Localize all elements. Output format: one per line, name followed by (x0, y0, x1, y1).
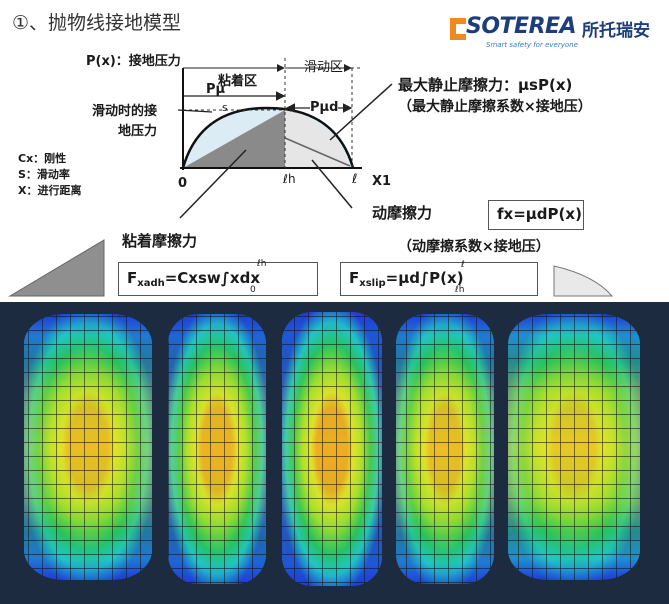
dynamic-friction-label: 动摩擦力 (372, 204, 433, 222)
max-static-friction-label: 最大静止摩擦力：μsP(x) (398, 76, 573, 94)
tire-contact-contour-plot (0, 302, 669, 604)
max-static-leader (329, 83, 393, 141)
tire-panel-1 (24, 314, 152, 580)
page-title: ①、抛物线接地模型 (12, 12, 182, 34)
formula-slip-lower: ℓh (455, 285, 465, 295)
axis-x1-label: X1 (372, 174, 392, 189)
axis-l-label: ℓ (352, 172, 358, 187)
axis-origin-label: 0 (178, 176, 188, 191)
tire-panel-2 (168, 314, 266, 584)
slip-zone-label: 滑动区 (304, 60, 344, 75)
parabolic-contact-diagram (8, 58, 614, 297)
stick-zone-triangle (183, 110, 285, 168)
formula-fx-box: fx=μdP(x) (488, 200, 584, 230)
formula-slip-body: =μd∫P(x) (385, 269, 464, 287)
legend-s: S：滑动率 (18, 168, 70, 181)
formula-slip-f: F (349, 269, 360, 287)
formula-slip-sub: xslip (359, 278, 386, 289)
slip-zone-region (285, 110, 350, 168)
logo-cn-text: 所托瑞安 (582, 21, 650, 41)
legend-x: X：进行距离 (18, 184, 82, 197)
right-wedge-shape (553, 265, 614, 297)
axis-lh-label: ℓh (283, 172, 296, 186)
dynamic-friction-desc: （动摩擦系数×接地压） (398, 239, 550, 255)
stick-zone-label: 粘着区 (218, 74, 258, 89)
formula-slip-box: Fxslip=μd∫P(x) ℓ ℓh (340, 260, 538, 296)
logo-brand-text: SOTEREA (466, 14, 577, 39)
adhesion-friction-label: 粘着摩擦力 (122, 232, 198, 250)
slip-pressure-label-line1: 滑动时的接 (92, 104, 158, 119)
dynamic-leader (311, 159, 353, 209)
slip-pressure-label-line2: 地压力 (118, 124, 158, 139)
formula-fx: fx=μdP(x) (497, 205, 582, 223)
formula-adh-sub: xadh (137, 278, 165, 289)
slip-force-line (284, 137, 351, 167)
formula-adh-lower: 0 (250, 285, 256, 295)
brand-logo: SOTEREA 所托瑞安 Smart safety for everyone (446, 10, 652, 54)
slip-pressure-leader (177, 109, 213, 113)
adhesion-leader (179, 149, 247, 219)
tire-panel-5 (508, 314, 640, 580)
logo-tagline: Smart safety for everyone (486, 41, 578, 49)
formula-adh-upper: ℓh (257, 259, 267, 269)
pmud-label: Pμd (310, 100, 339, 115)
left-wedge-shape (8, 239, 105, 297)
formula-slip-upper: ℓ (461, 260, 465, 270)
y-axis-label: P(x)：接地压力 (86, 54, 181, 69)
s-label: s (222, 101, 228, 114)
tire-panel-3 (282, 312, 382, 586)
max-static-friction-desc: （最大静止摩擦系数×接地压） (398, 99, 592, 115)
formula-adh-f: F (127, 269, 138, 287)
logo-mark-icon (450, 18, 466, 40)
legend-cx: Cx：刚性 (18, 152, 67, 165)
formula-adhesion-box: Fxadh=Cxsw∫xdx ℓh 0 (118, 259, 318, 296)
formula-adh-body: =Cxsw∫xdx (164, 269, 261, 287)
pmu-label: Pμ (206, 82, 226, 97)
tire-panel-4 (396, 314, 494, 584)
